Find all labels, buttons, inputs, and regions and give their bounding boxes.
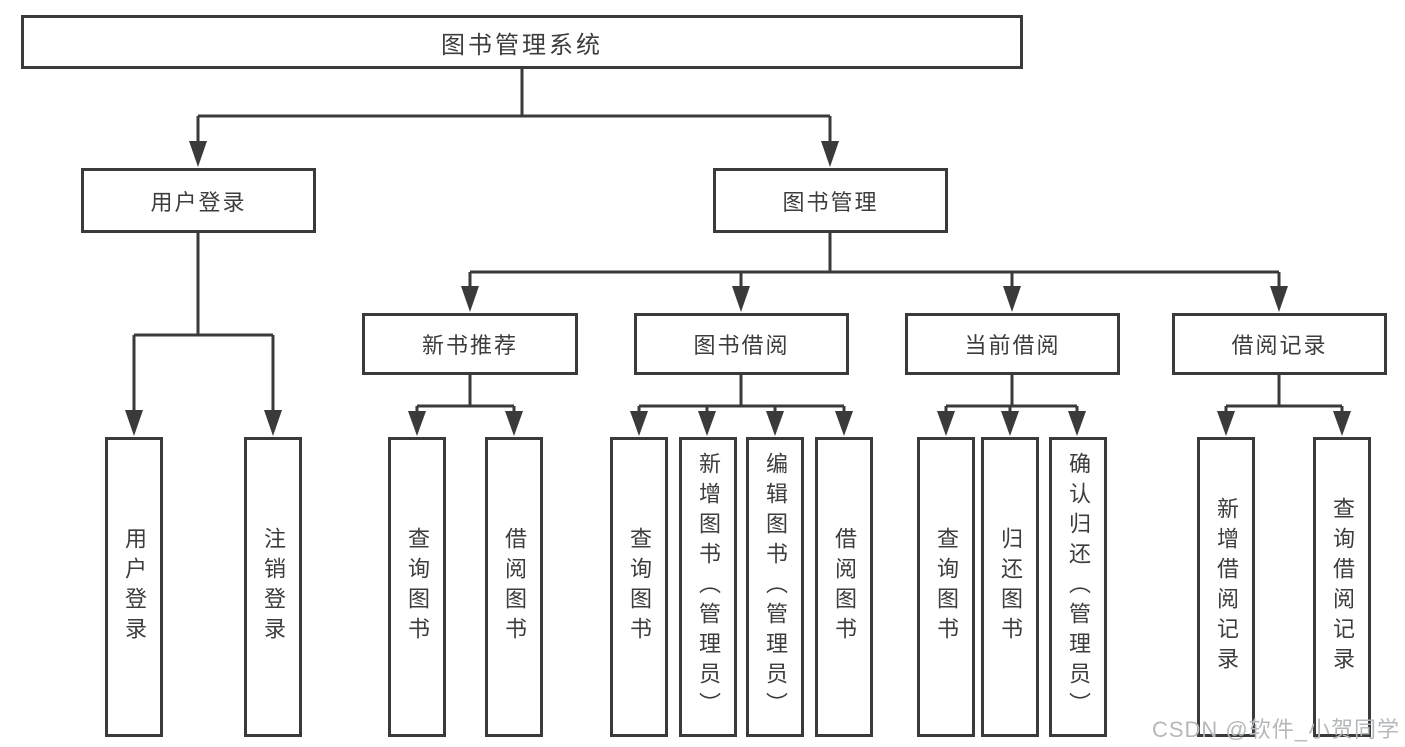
connector-borrow-records-to-leaves: [1217, 375, 1351, 436]
arrowhead: [1068, 411, 1086, 436]
leaf-current-confirm-admin-label: 确认归还（管理员）: [1066, 452, 1091, 722]
arrowhead: [408, 411, 426, 436]
leaf-records-add: 新增借阅记录: [1197, 437, 1255, 737]
leaf-records-query: 查询借阅记录: [1313, 437, 1371, 737]
arrowhead: [1217, 411, 1235, 436]
arrowhead: [698, 411, 716, 436]
node-new-books: 新书推荐: [362, 313, 578, 375]
connector-book-borrow-to-leaves: [630, 375, 853, 436]
arrowhead: [125, 410, 143, 436]
arrowhead: [937, 411, 955, 436]
connector-book-mgmt-to-level3: [461, 233, 1288, 312]
node-book-mgmt: 图书管理: [713, 168, 948, 233]
leaf-records-query-label: 查询借阅记录: [1330, 497, 1355, 677]
arrowhead: [1003, 286, 1021, 312]
leaf-newbooks-query-label: 查询图书: [405, 527, 430, 647]
leaf-borrow-add-admin: 新增图书（管理员）: [679, 437, 737, 737]
node-user-login: 用户登录: [81, 168, 316, 233]
node-new-books-label: 新书推荐: [421, 333, 518, 358]
arrowhead: [1270, 286, 1288, 312]
leaf-borrow-edit-admin: 编辑图书（管理员）: [746, 437, 804, 737]
arrowhead: [630, 411, 648, 436]
node-root: 图书管理系统: [21, 15, 1023, 69]
leaf-logout: 注销登录: [244, 437, 302, 737]
leaf-records-add-label: 新增借阅记录: [1214, 497, 1239, 677]
connector-user-login-to-leaves: [125, 233, 282, 436]
arrowhead: [821, 141, 839, 167]
leaf-newbooks-query: 查询图书: [388, 437, 446, 737]
connector-root-to-level2: [189, 69, 839, 167]
leaf-borrow-add-admin-label: 新增图书（管理员）: [696, 452, 721, 722]
leaf-newbooks-borrow-label: 借阅图书: [502, 527, 527, 647]
leaf-current-return: 归还图书: [981, 437, 1039, 737]
node-book-borrow-label: 图书借阅: [693, 333, 790, 358]
node-borrow-records: 借阅记录: [1172, 313, 1387, 375]
arrowhead: [189, 141, 207, 167]
leaf-current-return-label: 归还图书: [998, 527, 1023, 647]
arrowhead: [505, 411, 523, 436]
arrowhead: [1333, 411, 1351, 436]
leaf-current-confirm-admin: 确认归还（管理员）: [1049, 437, 1107, 737]
arrowhead: [835, 411, 853, 436]
arrowhead: [732, 286, 750, 312]
leaf-newbooks-borrow: 借阅图书: [485, 437, 543, 737]
leaf-logout-label: 注销登录: [261, 527, 286, 647]
leaf-borrow-query-label: 查询图书: [627, 527, 652, 647]
leaf-user-login-label: 用户登录: [122, 527, 147, 647]
node-user-login-label: 用户登录: [150, 189, 247, 215]
connector-new-books-to-leaves: [408, 375, 523, 436]
node-current-borrow: 当前借阅: [905, 313, 1120, 375]
leaf-borrow-edit-admin-label: 编辑图书（管理员）: [763, 452, 788, 722]
arrowhead: [461, 286, 479, 312]
arrowhead: [1001, 411, 1019, 436]
leaf-borrow-borrow-label: 借阅图书: [832, 527, 857, 647]
leaf-user-login: 用户登录: [105, 437, 163, 737]
node-book-mgmt-label: 图书管理: [782, 189, 879, 215]
node-current-borrow-label: 当前借阅: [964, 333, 1061, 358]
connector-current-borrow-to-leaves: [937, 375, 1086, 436]
leaf-borrow-query: 查询图书: [610, 437, 668, 737]
leaf-current-query: 查询图书: [917, 437, 975, 737]
leaf-borrow-borrow: 借阅图书: [815, 437, 873, 737]
leaf-current-query-label: 查询图书: [934, 527, 959, 647]
node-borrow-records-label: 借阅记录: [1231, 333, 1328, 358]
arrowhead: [766, 411, 784, 436]
csdn-watermark: CSDN @软件_小贺同学: [1151, 717, 1400, 742]
arrowhead: [264, 410, 282, 436]
node-book-borrow: 图书借阅: [634, 313, 849, 375]
node-root-label: 图书管理系统: [441, 31, 603, 59]
